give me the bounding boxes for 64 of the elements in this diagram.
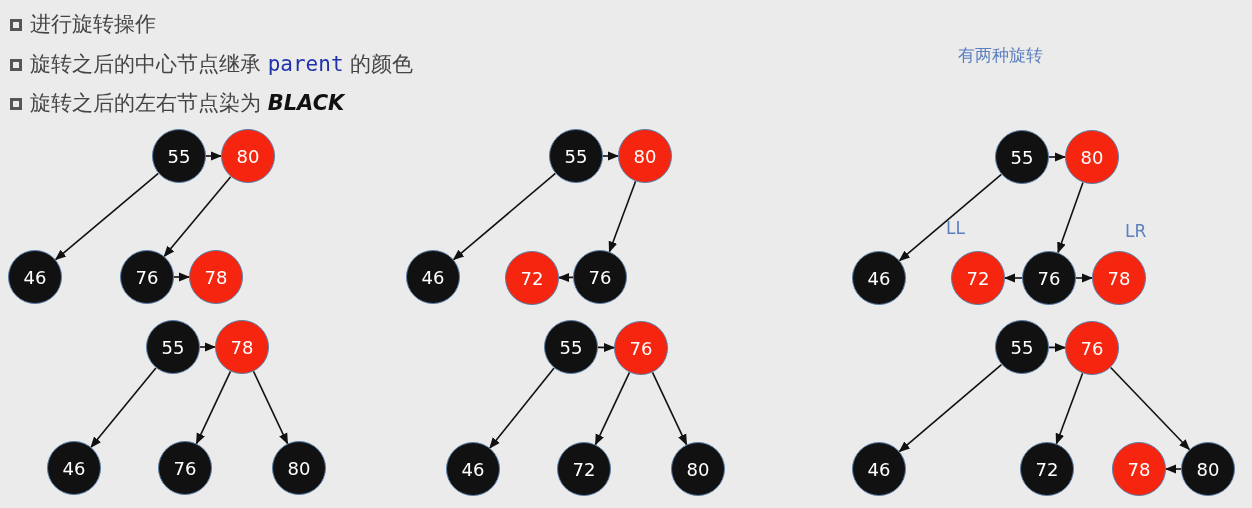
note-text: LR	[1125, 221, 1147, 241]
arrow	[199, 342, 217, 352]
arrow	[1109, 366, 1191, 451]
bullet-text: 旋转之后的左右节点染为 BLACK	[30, 90, 345, 117]
arrow	[1048, 343, 1067, 352]
tree-node: 46	[852, 442, 906, 496]
arrow	[489, 367, 555, 449]
tree-node: 78	[1112, 442, 1166, 496]
arrow	[898, 363, 1003, 453]
tree-node: 80	[618, 129, 672, 183]
tree-node: 76	[573, 250, 627, 304]
note-text: 有两种旋转	[958, 44, 1043, 67]
tree-node: 46	[47, 441, 101, 495]
arrow	[1164, 464, 1182, 474]
tree-node: 76	[1022, 251, 1076, 305]
tree-node: 46	[8, 250, 62, 304]
tree-node: 80	[1065, 130, 1119, 184]
arrow	[898, 173, 1003, 262]
tree-node: 55	[549, 129, 603, 183]
note-text: LL	[946, 218, 965, 238]
arrow	[1003, 273, 1023, 283]
tree-node: 80	[221, 129, 275, 183]
arrow	[608, 180, 637, 253]
tree-node: 55	[544, 320, 598, 374]
arrow	[602, 151, 620, 161]
arrow	[195, 370, 232, 445]
tree-node: 78	[189, 250, 243, 304]
tree-node: 76	[158, 441, 212, 495]
tree-node: 80	[272, 441, 326, 495]
arrow	[54, 172, 160, 261]
arrow	[557, 273, 574, 282]
arrow	[163, 175, 232, 258]
arrow	[1055, 372, 1084, 445]
tree-node: 55	[146, 320, 200, 374]
bullet-text: 进行旋转操作	[30, 11, 156, 38]
arrow	[452, 172, 557, 261]
tree-node: 72	[951, 251, 1005, 305]
tree-node: 78	[1092, 251, 1146, 305]
tree-node: 72	[557, 442, 611, 496]
tree-node: 78	[215, 320, 269, 374]
tree-node: 46	[852, 251, 906, 305]
bullet-text: 旋转之后的中心节点继承 parent 的颜色	[30, 51, 414, 78]
arrow	[252, 370, 289, 445]
tree-node: 55	[995, 320, 1049, 374]
arrow	[1057, 181, 1084, 254]
arrow	[594, 371, 631, 446]
tree-node: 76	[614, 321, 668, 375]
tree-node: 80	[1181, 442, 1235, 496]
arrow	[205, 151, 223, 161]
tree-node: 72	[505, 251, 559, 305]
tree-node: 55	[995, 130, 1049, 184]
arrow	[597, 343, 616, 352]
arrow	[1075, 273, 1094, 283]
arrow	[1048, 152, 1067, 162]
tree-node: 80	[671, 442, 725, 496]
tree-node: 46	[406, 250, 460, 304]
tree-node: 76	[120, 250, 174, 304]
arrow	[651, 371, 688, 446]
tree-node: 46	[446, 442, 500, 496]
arrow	[173, 272, 191, 282]
arrow	[90, 367, 157, 448]
tree-node: 76	[1065, 321, 1119, 375]
tree-node: 72	[1020, 442, 1074, 496]
tree-node: 55	[152, 129, 206, 183]
